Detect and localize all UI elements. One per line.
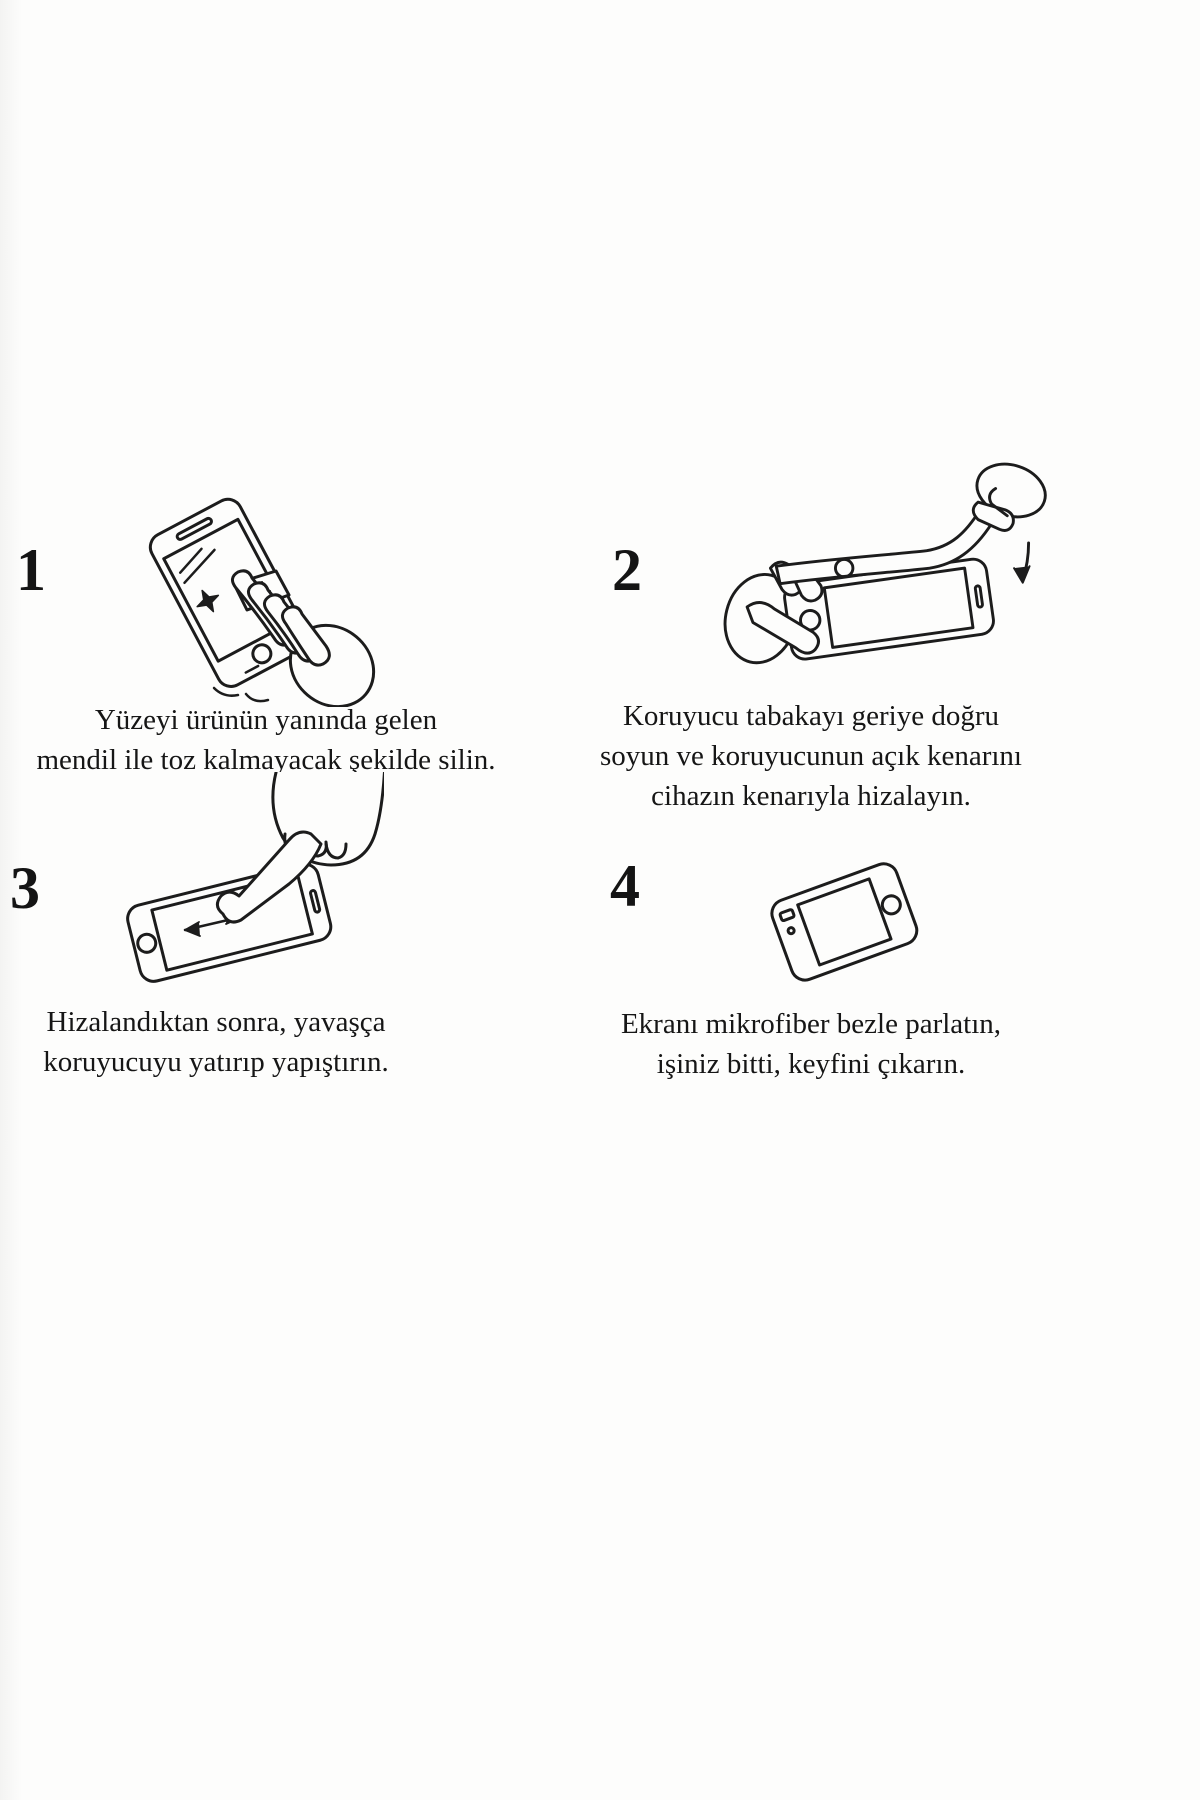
phone-icon [783,557,995,661]
caption-line: işiniz bitti, keyfini çıkarın. [656,1048,966,1081]
step-1-number: 1 [16,537,46,603]
down-arrow-icon [1013,541,1031,584]
caption-line: mendil ile toz kalmayacak şekilde silin. [36,744,496,777]
caption-line: Ekranı mikrofiber bezle parlatın, [620,1008,1002,1040]
step-3-number: 3 [10,855,40,921]
motion-lines-icon [212,686,270,703]
step-2-caption: Koruyucu tabakayı geriye doğru soyun ve … [572,696,1050,816]
phone-icon [770,862,919,982]
pressing-hand-icon [216,772,384,924]
caption-line: Koruyucu tabakayı geriye doğru [622,700,1000,732]
peeling-hand-icon [971,462,1047,532]
caption-line: soyun ve koruyucunun açık kenarını [599,740,1022,773]
step-1-caption: Yüzeyi ürünün yanında gelen mendil ile t… [0,700,532,780]
caption-line: Hizalandıktan sonra, yavaşça [46,1006,386,1038]
caption-line: Yüzeyi ürünün yanında gelen [94,704,438,736]
step-2-illustration-peel-film-icon [718,462,1048,684]
step-1-illustration-wipe-phone-icon [96,492,376,707]
step-3-caption: Hizalandıktan sonra, yavaşça koruyucuyu … [0,1002,432,1082]
caption-line: cihazın kenarıyla hizalayın. [651,780,971,813]
step-2-number: 2 [612,537,642,603]
caption-line: koruyucuyu yatırıp yapıştırın. [43,1046,389,1079]
phone-icon [148,497,311,688]
step-3-illustration-press-screen-icon [72,772,384,984]
step-4-illustration-finished-phone-icon [728,850,960,992]
step-4-number: 4 [610,853,640,919]
step-4-caption: Ekranı mikrofiber bezle parlatın, işiniz… [572,1004,1050,1084]
holding-fingers-icon [745,560,824,655]
wiping-hand-icon [231,569,376,707]
